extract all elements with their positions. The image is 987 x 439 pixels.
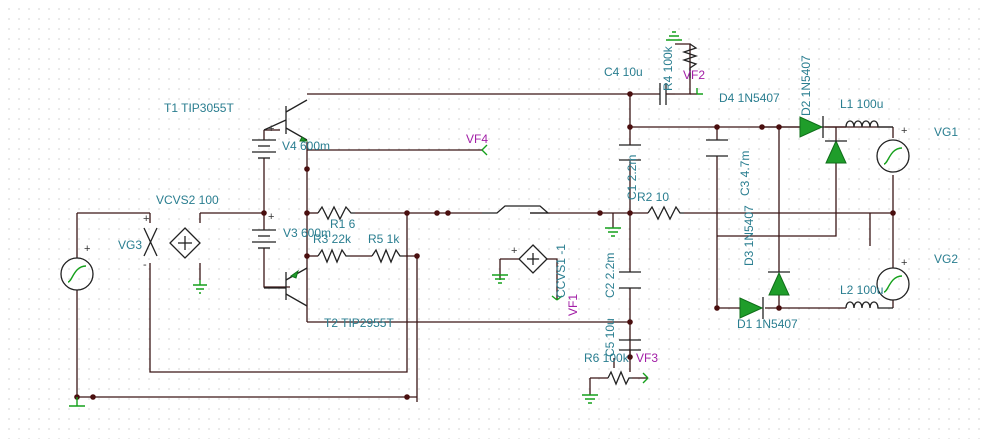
label-vf4: VF4 [466,132,488,146]
transistor-t1[interactable] [263,99,309,142]
label-c5: C5 10u [603,318,617,357]
svg-text:+: + [84,243,90,255]
label-r4: R4 100k [661,45,675,91]
inductor-l1[interactable] [845,120,893,128]
label-c4: C4 10u [604,65,643,79]
node [627,91,633,97]
diode-d1[interactable] [739,297,764,319]
node [261,210,267,216]
label-vg2: VG2 [934,252,958,266]
diode-d3[interactable] [768,271,790,296]
resistor-r2[interactable] [647,205,684,221]
node [776,305,782,311]
capacitor-c2[interactable] [619,271,641,289]
svg-text:+: + [511,245,517,257]
label-t1: T1 TIP3055T [164,101,234,115]
label-vg1: VG1 [934,125,958,139]
node [304,166,310,172]
node [627,210,633,216]
resistor-r5[interactable] [371,248,404,264]
svg-text:+: + [143,213,149,225]
capacitor-c1[interactable] [619,144,641,161]
label-r1: R1 6 [330,217,356,231]
node [304,210,310,216]
node [304,253,310,259]
node [90,394,96,400]
junctions [74,91,896,400]
label-vcvs2: VCVS2 100 [156,193,219,207]
signal-generator-vg3[interactable]: + [60,243,94,291]
label-vg3: VG3 [118,238,142,252]
node [714,124,720,130]
node [414,253,420,259]
signal-generator-vg2[interactable]: + [876,257,910,301]
label-c2: C2 2.2m [603,253,617,298]
svg-text:-: - [143,259,147,271]
label-l2: L2 100u [840,283,883,297]
vcvs2-source[interactable]: + - [143,213,201,271]
transistor-t2[interactable] [264,267,308,307]
node [890,210,896,216]
diode-d4[interactable] [799,116,824,138]
node [627,319,633,325]
label-c1: C1 2.2m [625,155,639,200]
battery-v4[interactable]: + [252,123,276,159]
node [404,394,410,400]
capacitor-c3[interactable] [706,139,728,157]
label-v3: V3 600m [283,226,331,240]
label-v4: V4 600m [282,139,330,153]
label-r6: R6 100k [584,351,630,365]
svg-text:+: + [268,123,274,135]
voltage-probes [481,88,703,384]
label-d4: D4 1N5407 [719,91,780,105]
component-labels: T1 TIP3055T V4 600m VCVS2 100 VG3 R1 6 V… [118,45,958,365]
label-d1: D1 1N5407 [737,317,798,331]
capacitor-c5[interactable] [619,339,641,358]
capacitor-c4[interactable] [659,83,675,105]
ground-symbols [69,31,682,407]
label-r2: R2 10 [637,190,669,204]
node [627,124,633,130]
node [776,124,782,130]
label-vf3: VF3 [636,351,658,365]
label-l1: L1 100u [840,97,883,111]
inductor-l2[interactable] [845,301,893,309]
svg-text:+: + [901,125,907,137]
label-r5: R5 1k [368,232,400,246]
battery-v3[interactable]: + [252,211,276,249]
node [759,124,765,130]
label-r3: R3 22k [313,232,352,246]
node [404,210,410,216]
current-meter-switch[interactable] [482,205,550,214]
label-ccvs1: CCVS1 -1 [554,244,568,298]
resistor-r3[interactable] [317,248,350,264]
resistor-r6[interactable] [607,370,632,386]
signal-generator-vg1[interactable]: + [876,125,910,173]
diode-d2[interactable] [825,139,847,164]
svg-text:+: + [901,257,907,269]
label-vf2: VF2 [683,68,705,82]
node [434,210,440,216]
ccvs1-source[interactable]: + [511,244,548,274]
resistor-r1[interactable] [317,205,355,221]
label-d3: D3 1N5407 [742,205,756,266]
label-t2: T2 TIP2955T [324,316,394,330]
node [714,305,720,311]
label-c3: C3 4.7m [738,151,752,196]
svg-text:+: + [268,211,274,223]
wires [76,43,894,402]
label-d2: D2 1N5407 [799,55,813,116]
node [445,210,451,216]
resistor-r4[interactable] [681,43,699,78]
node [597,210,603,216]
label-vf1: VF1 [566,294,580,316]
